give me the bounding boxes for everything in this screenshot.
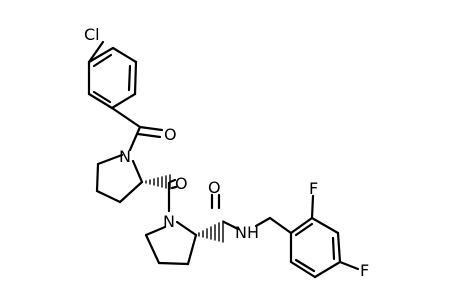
amide-cn-bond — [222, 220, 240, 231]
oxygen-atom-label-amide: O — [208, 178, 221, 197]
pyrrolidine-ring-1 — [95, 153, 144, 204]
fluorine-atom-label-para: F — [360, 261, 369, 280]
benzoyl-n-bond — [128, 125, 142, 152]
stereo-hash-bond-2 — [198, 220, 224, 243]
amide-carbonyl-double-bond — [210, 193, 221, 210]
pyrrolidine-ring-2 — [144, 220, 198, 266]
oxygen-atom-label-prolyl: O — [175, 174, 188, 193]
fluorine-atom-label-ortho: F — [309, 179, 318, 198]
ch2-aryl-bond — [268, 216, 293, 235]
chlorophenyl-ring — [87, 46, 138, 110]
c-f-bond-para — [338, 260, 360, 271]
stereo-hash-bond-1 — [145, 174, 171, 190]
c-f-bond-ortho — [310, 194, 315, 220]
oxygen-atom-label-benzoyl: O — [164, 125, 177, 144]
difluorophenyl-ring — [289, 216, 342, 279]
nitrogen-atom-label-pyrrolidine-1: N — [119, 147, 131, 166]
aryl-carbonyl-bond — [110, 106, 142, 129]
atom-label-layer: Cl O N O O N NH F F — [84, 25, 369, 280]
nh-ch2-bond — [254, 216, 272, 228]
amide-nh-label: NH — [235, 223, 259, 242]
chlorine-atom-label: Cl — [84, 25, 100, 44]
benzoyl-carbonyl-double-bond — [136, 125, 164, 139]
prolyl-carbonyl-double-bond — [168, 178, 178, 190]
bond-layer — [87, 40, 360, 279]
nitrogen-atom-label-pyrrolidine-2: N — [163, 212, 175, 231]
c-cl-bond — [87, 40, 105, 64]
